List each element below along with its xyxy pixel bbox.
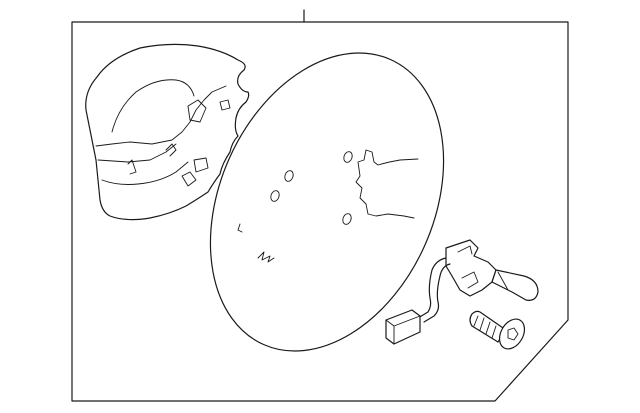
- paddle-detail: [461, 271, 479, 289]
- airbag-tab: [187, 99, 207, 123]
- airbag-tab: [127, 159, 137, 175]
- steering-wheel[interactable]: [166, 16, 488, 388]
- airbag-cover-icon: [85, 43, 250, 221]
- airbag-tab: [219, 99, 231, 111]
- connector-plug-icon: [385, 309, 421, 345]
- hole-icon: [270, 190, 280, 202]
- hole-icon: [343, 151, 353, 163]
- clip-mark: [237, 223, 243, 233]
- airbag-tab: [193, 157, 209, 173]
- harness-connector[interactable]: [385, 309, 421, 345]
- airbag-panel-line: [97, 143, 177, 163]
- connector-face: [385, 315, 421, 345]
- airbag-panel-line: [101, 161, 189, 185]
- diagram-frame: [71, 21, 569, 402]
- paddle-detail: [497, 271, 509, 291]
- bolt-socket: [507, 327, 519, 341]
- bolt-thread: [473, 315, 497, 339]
- airbag-tab: [181, 171, 197, 187]
- steering-wheel-disc-icon: [209, 52, 445, 352]
- harness-wire: [423, 263, 451, 323]
- airbag-inner-rim: [111, 79, 195, 133]
- bracket-outline: [355, 149, 419, 219]
- hole-icon: [342, 213, 352, 225]
- harness-wire: [417, 257, 447, 319]
- clip-mark: [257, 251, 275, 263]
- airbag-panel-line: [95, 85, 227, 147]
- paddle-detail: [457, 245, 473, 255]
- paddle-switch[interactable]: [417, 239, 539, 323]
- mounting-bolt[interactable]: [469, 310, 530, 353]
- bolt-head: [498, 318, 526, 350]
- hole-icon: [284, 170, 294, 182]
- paddle-lever: [491, 269, 539, 301]
- airbag-tab: [165, 143, 177, 157]
- airbag-module[interactable]: [85, 43, 250, 221]
